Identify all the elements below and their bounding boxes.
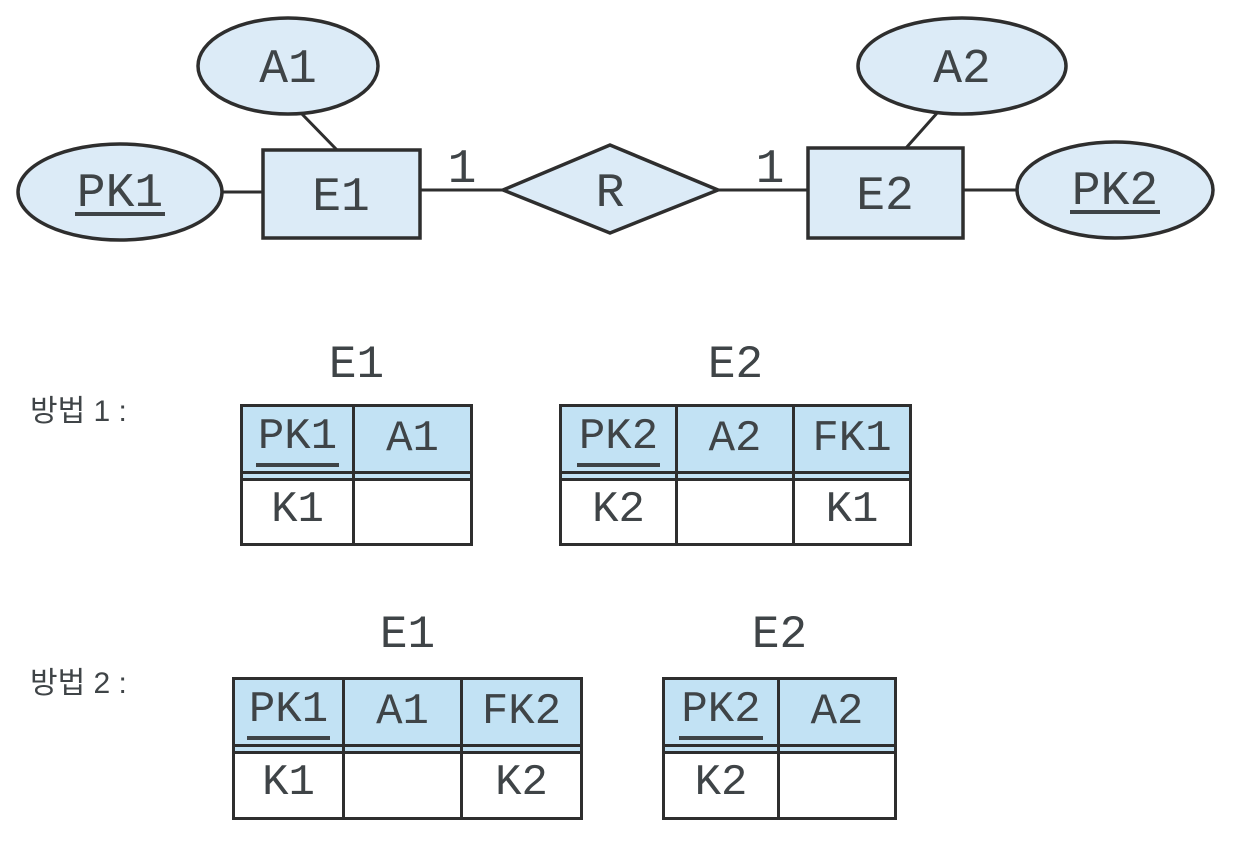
header-cell-label: PK1 [255, 412, 340, 467]
body-cell [355, 481, 470, 543]
separator-cell [562, 471, 678, 481]
separator-cell [243, 471, 355, 481]
attribute-a1-label: A1 [259, 43, 317, 97]
header-cell-label: PK2 [576, 412, 661, 467]
key-pk1-ellipse [16, 142, 224, 242]
relationship-diamond [498, 143, 723, 235]
attribute-a2-label: A2 [933, 43, 991, 97]
header-cell-label: PK1 [246, 685, 331, 740]
cardinality-right-label: 1 [756, 143, 785, 197]
body-cell: K2 [463, 754, 580, 817]
entity-e2-label: E2 [856, 170, 914, 224]
header-cell: PK2 [562, 407, 678, 471]
connector-a1-e1 [298, 110, 339, 152]
method-1-table-e2: PK2 A2 FK1 K2 K1 [559, 404, 912, 546]
header-cell: FK1 [795, 407, 909, 471]
header-cell: A2 [780, 680, 894, 744]
method-2-label: 방법 2 : [30, 667, 127, 700]
body-cell: K2 [562, 481, 678, 543]
header-cell: FK2 [463, 680, 580, 744]
relationship-label: R [596, 167, 625, 221]
separator-cell [355, 471, 470, 481]
separator-cell [795, 471, 909, 481]
key-pk2-ellipse [1015, 140, 1215, 240]
method-2-table-e1: PK1 A1 FK2 K1 K2 [232, 677, 583, 820]
cardinality-left-label: 1 [448, 143, 477, 197]
body-cell: K2 [665, 754, 780, 817]
method-1-table-e1-title: E1 [328, 339, 385, 391]
attribute-a1-ellipse [196, 16, 380, 116]
body-cell: K1 [243, 481, 355, 543]
body-cell: K1 [795, 481, 909, 543]
method-2-table-e2-title: E2 [751, 609, 808, 661]
body-cell [345, 754, 463, 817]
method-1-label: 방법 1 : [30, 395, 127, 428]
method-2-table-e1-title: E1 [379, 609, 436, 661]
separator-cell [665, 744, 780, 754]
separator-cell [235, 744, 345, 754]
method-1-table-e2-title: E2 [707, 339, 764, 391]
header-cell: A2 [678, 407, 795, 471]
connector-a2-e2 [904, 111, 940, 149]
header-cell: A1 [345, 680, 463, 744]
separator-cell [345, 744, 463, 754]
body-cell [678, 481, 795, 543]
entity-e1-label: E1 [312, 171, 370, 225]
er-diagram: A1 A2 PK1 PK2 E1 E2 R 1 1 [16, 16, 1215, 242]
separator-cell [780, 744, 894, 754]
header-cell: PK2 [665, 680, 780, 744]
header-cell-label: PK2 [679, 685, 763, 740]
entity-e1-box [261, 148, 422, 240]
method-1-table-e1: PK1 A1 K1 [240, 404, 473, 546]
entity-e2-box [806, 146, 965, 240]
attribute-a2-ellipse [856, 16, 1068, 116]
header-cell: A1 [355, 407, 470, 471]
header-cell: PK1 [243, 407, 355, 471]
body-cell: K1 [235, 754, 345, 817]
separator-cell [678, 471, 795, 481]
separator-cell [463, 744, 580, 754]
header-cell: PK1 [235, 680, 345, 744]
body-cell [780, 754, 894, 817]
method-2-table-e2: PK2 A2 K2 [662, 677, 897, 820]
